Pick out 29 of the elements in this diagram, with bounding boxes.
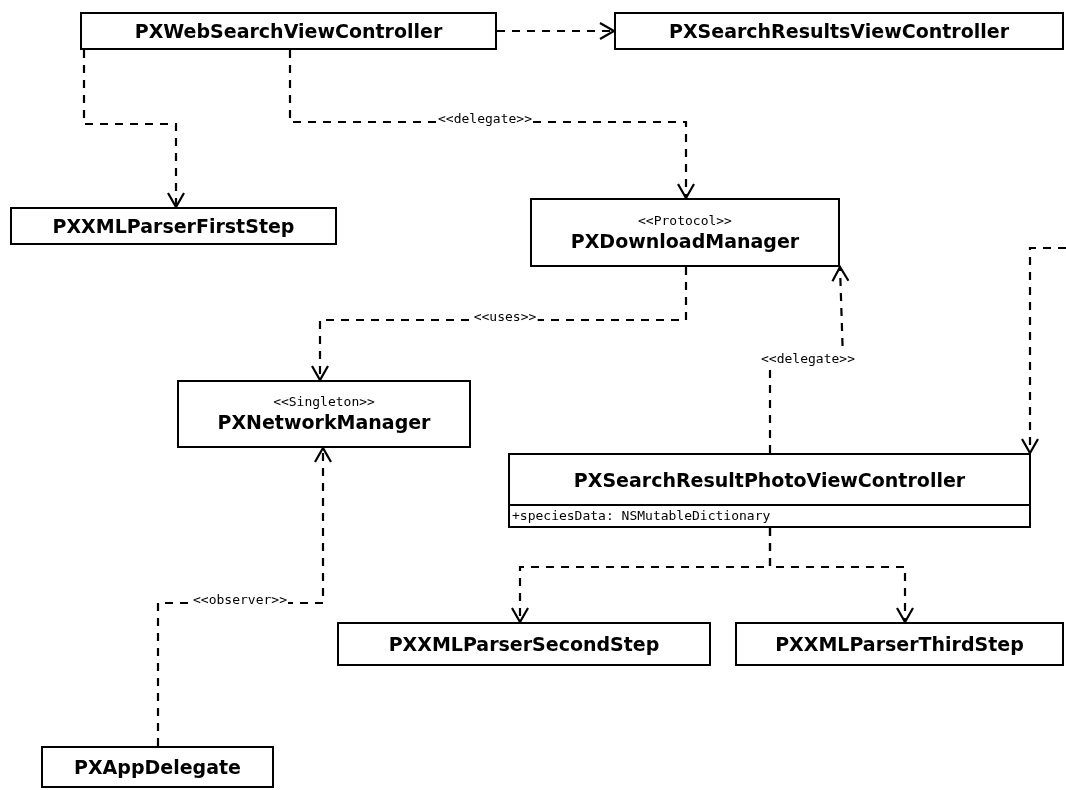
class-name: PXSearchResultPhotoViewController <box>573 467 966 492</box>
class-box <box>508 453 1031 528</box>
dependency-arrow <box>497 21 616 41</box>
edge-label: <<delegate>> <box>760 350 856 366</box>
class-name: PXWebSearchViewController <box>134 19 443 43</box>
class-box <box>41 746 274 788</box>
class-box <box>177 380 471 448</box>
class-name: PXXMLParserFirstStep <box>52 214 295 238</box>
dependency-arrow <box>768 528 915 624</box>
class-box <box>614 12 1064 50</box>
class-name: PXSearchResultsViewController <box>669 19 1009 43</box>
attribute-text: +speciesData: NSMutableDictionary <box>510 504 1029 526</box>
edge-label: <<delegate>> <box>437 110 533 126</box>
dependency-arrow <box>82 50 186 209</box>
stereotype-label: <<Protocol>> <box>638 212 732 229</box>
class-name: PXNetworkManager <box>217 410 431 434</box>
class-box <box>735 622 1064 666</box>
dependency-arrow <box>1020 246 1066 455</box>
class-name: PXXMLParserThirdStep <box>775 632 1024 656</box>
class-box <box>10 207 337 245</box>
edge-label: <<observer>> <box>192 591 288 607</box>
class-name: PXXMLParserSecondStep <box>388 632 660 656</box>
class-name: PXAppDelegate <box>74 755 241 779</box>
class-box <box>530 198 840 267</box>
class-box <box>80 12 497 50</box>
class-name: PXDownloadManager <box>570 228 800 253</box>
dependency-arrow <box>310 267 688 382</box>
class-box <box>337 622 711 666</box>
stereotype-label: <<Singleton>> <box>273 394 375 410</box>
